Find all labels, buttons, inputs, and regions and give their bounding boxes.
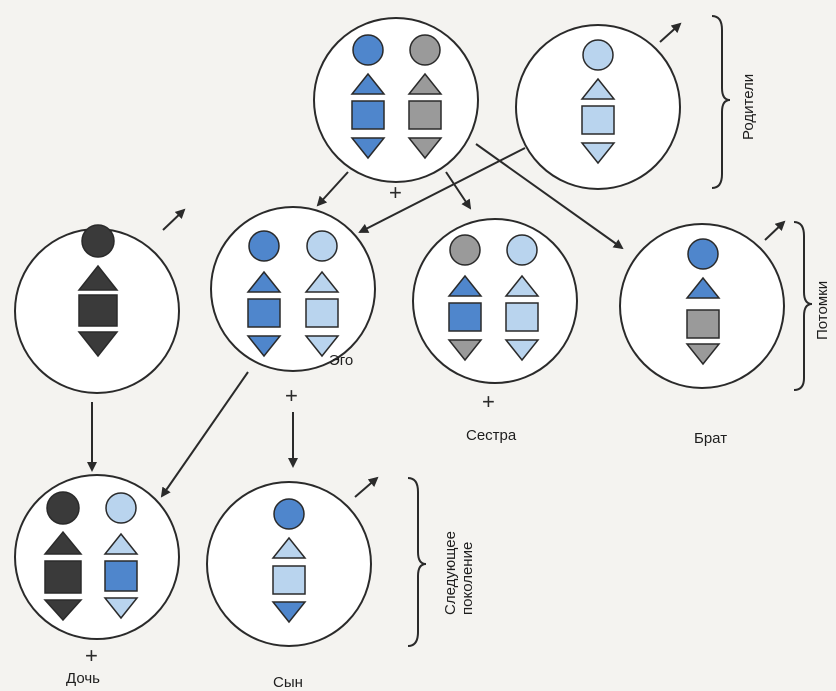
arrow-son-out <box>354 476 379 498</box>
brother-circle <box>619 223 785 389</box>
next-generation-bracket <box>407 477 427 647</box>
sister-set-light <box>504 234 540 362</box>
female-mark-sister: + <box>482 389 495 414</box>
bracket-label-next-generation: Следующее поколение <box>442 531 476 615</box>
label-son: Сын <box>273 674 303 691</box>
generation-brackets <box>407 15 813 647</box>
parents-bracket <box>711 15 731 189</box>
bracket-label-offspring: Потомки <box>814 280 831 340</box>
daughter-set-dark <box>43 491 83 622</box>
next-generation-line2: поколение <box>459 541 476 615</box>
offspring-bracket <box>793 221 813 391</box>
female-marks: + + + + <box>85 180 495 668</box>
son-circle <box>206 481 372 647</box>
female-mark-parent: + <box>389 180 402 205</box>
label-brother: Брат <box>694 430 728 447</box>
arrow-parent1-to-sister <box>445 171 472 210</box>
next-generation-line1: Следующее <box>442 531 459 615</box>
son-set-mixed <box>271 498 307 624</box>
ego-set-blue <box>246 230 282 358</box>
ego-set-light <box>304 230 340 358</box>
label-daughter: Дочь <box>66 670 100 687</box>
arrow-parent2-to-ego <box>358 147 526 233</box>
outgoing-arrows <box>162 22 786 498</box>
parent-2-set-light <box>580 39 616 165</box>
sister-circle <box>412 218 578 384</box>
brother-set-mixed <box>685 238 721 366</box>
daughter-circle <box>14 474 180 640</box>
descent-arrows <box>87 143 624 498</box>
label-ego: Эго <box>329 352 354 369</box>
daughter-set-light-blue <box>103 492 139 620</box>
arrow-parent1-to-ego <box>316 171 349 207</box>
chromosome-sets <box>43 34 721 624</box>
arrow-parent2-out <box>659 22 682 43</box>
arrow-ego-to-daughter <box>160 371 249 498</box>
arrow-brother-out <box>764 220 786 241</box>
label-sister: Сестра <box>466 427 517 444</box>
female-mark-ego: + <box>285 383 298 408</box>
arrow-mate-out <box>162 208 186 231</box>
mate-set-dark <box>77 224 119 358</box>
sister-set-gray-blue <box>447 234 483 362</box>
parent-1-set-gray <box>407 34 443 160</box>
parent-1-set-blue <box>350 34 386 160</box>
female-mark-daughter: + <box>85 643 98 668</box>
bracket-label-parents: Родители <box>740 73 757 140</box>
parent-1-circle <box>313 17 479 183</box>
ego-circle <box>210 206 376 372</box>
